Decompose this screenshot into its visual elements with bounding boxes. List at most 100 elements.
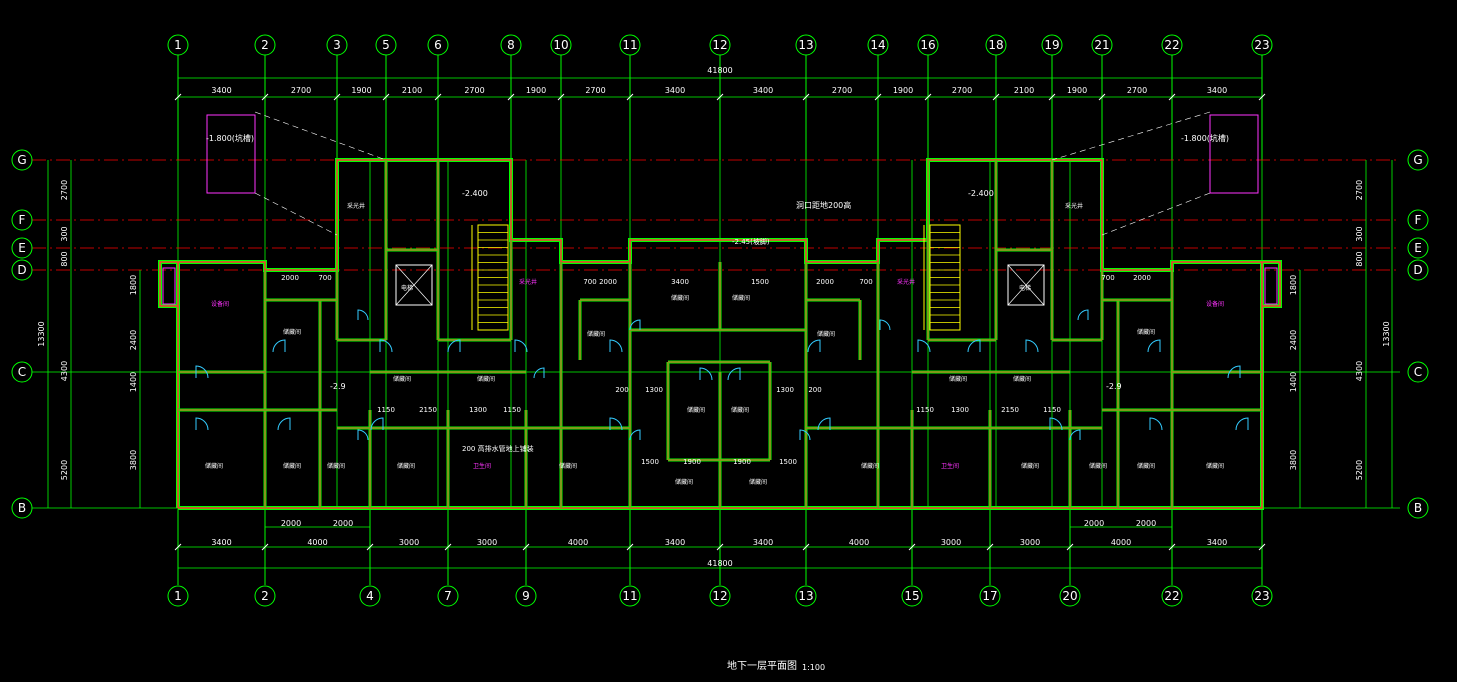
axis-bubble-circle: [917, 34, 939, 56]
interior-dimension: 700: [1101, 274, 1114, 282]
axis-bubble-label: 12: [712, 38, 727, 52]
axis-bubble-side: E: [1407, 237, 1429, 259]
axis-bubble-label: 2: [261, 38, 269, 52]
room-label: 储藏间: [397, 462, 415, 470]
axis-bubble-bottom: 2: [254, 585, 276, 607]
dimension-side-mid: 300: [1355, 226, 1364, 241]
axis-bubble-top: 12: [709, 34, 731, 56]
axis-bubble-side: F: [11, 209, 33, 231]
corridor-note: 洞口距地200高: [796, 200, 851, 210]
axis-bubble-label: 8: [507, 38, 515, 52]
room-label: 储藏间: [1089, 462, 1107, 470]
axis-bubble-circle: [867, 34, 889, 56]
axis-bubble-label: 11: [622, 38, 637, 52]
axis-bubble-side: G: [11, 149, 33, 171]
axis-bubble-bottom: 13: [795, 585, 817, 607]
room-label: 采光井: [519, 278, 537, 286]
room-label: 储藏间: [205, 462, 223, 470]
elevator-cross: [1007, 264, 1045, 306]
door-swing: [357, 429, 369, 441]
room-label: 卫生间: [941, 462, 959, 470]
axis-bubble-top: 23: [1251, 34, 1273, 56]
dimension-value-bottom: 4000: [307, 538, 327, 547]
axis-bubble-circle: [167, 585, 189, 607]
axis-bubble-label: 23: [1254, 38, 1269, 52]
interior-dimension: 2000: [1133, 274, 1151, 282]
dimension-tick: [1098, 93, 1106, 101]
elevator-box: [1007, 264, 1045, 306]
dimension-side-mid: 800: [1355, 251, 1364, 266]
door-swing: [879, 319, 891, 331]
door-swing: [195, 365, 209, 379]
room-label: 采光井: [347, 202, 365, 210]
dimension-side-total: 13300: [37, 321, 46, 346]
room-label: 储藏间: [393, 375, 411, 383]
axis-bubble-circle: [1407, 237, 1429, 259]
dimension-value-top: 2700: [832, 86, 852, 95]
dimension-value-bottom: 4000: [1111, 538, 1131, 547]
dimension-tick: [1066, 543, 1074, 551]
room-label: 采光井: [897, 278, 915, 286]
dimension-side-inner: 1400: [129, 372, 138, 392]
room-label: 储藏间: [817, 330, 835, 338]
dimension-tick: [382, 93, 390, 101]
axis-bubble-label: 11: [622, 589, 637, 603]
axis-bubble-top: 10: [550, 34, 572, 56]
dimension-side-inner: 1400: [1289, 372, 1298, 392]
interior-dimension: 1150: [916, 406, 934, 414]
axis-bubble-label: 1: [174, 589, 182, 603]
dimension-value-top: 3400: [665, 86, 685, 95]
axis-bubble-circle: [619, 585, 641, 607]
axis-bubble-circle: [11, 497, 33, 519]
axis-bubble-side: C: [11, 361, 33, 383]
detail-layer: 设备间设备间储藏间储藏间电梯电梯储藏间储藏间储藏间储藏间储藏间储藏间储藏间储藏间…: [162, 111, 1278, 486]
stair: [471, 224, 509, 331]
axis-bubble-label: 5: [382, 38, 390, 52]
axis-bubble-circle: [1091, 34, 1113, 56]
axis-bubble-label: 6: [434, 38, 442, 52]
dimension-tick: [261, 93, 269, 101]
pipe-note: 200 高排水管地上铺装: [462, 444, 534, 453]
door-swing: [609, 417, 623, 431]
dimension-tick: [802, 93, 810, 101]
stair-level-right: -2.400: [968, 189, 994, 198]
dimension-side-mid: 5200: [1355, 460, 1364, 480]
dimension-side-mid: 2700: [1355, 180, 1364, 200]
axis-bubble-circle: [427, 34, 449, 56]
axis-bubble-side: F: [1407, 209, 1429, 231]
axis-bubble-bottom: 15: [901, 585, 923, 607]
room-label: 储藏间: [587, 330, 605, 338]
corridor-level: -2.45(坡脚): [732, 237, 770, 246]
dimension-tick: [1258, 93, 1266, 101]
axis-bubble-label: 15: [904, 589, 919, 603]
axis-bubble-top: 13: [795, 34, 817, 56]
door-swing: [1149, 417, 1163, 431]
axis-bubble-label: 22: [1164, 38, 1179, 52]
axis-bubble-side: D: [11, 259, 33, 281]
axis-bubble-label: 9: [522, 589, 530, 603]
room-label: 储藏间: [477, 375, 495, 383]
axis-bubble-label: 1: [174, 38, 182, 52]
axis-bubble-top: 1: [167, 34, 189, 56]
interior-dimension: 700: [583, 278, 596, 286]
dimension-side-inner: 1800: [1289, 275, 1298, 295]
dimension-tick: [986, 543, 994, 551]
stair: [923, 224, 961, 331]
room-label: 储藏间: [1013, 375, 1031, 383]
axis-bubble-circle: [901, 585, 923, 607]
dimension-value-top: 1900: [526, 86, 546, 95]
door-swing: [379, 339, 393, 353]
dimension-tick: [1048, 93, 1056, 101]
axis-bubble-circle: [375, 34, 397, 56]
axis-bubble-circle: [515, 585, 537, 607]
room-label: 储藏间: [675, 478, 693, 486]
axis-bubble-circle: [500, 34, 522, 56]
axis-bubble-bottom: 17: [979, 585, 1001, 607]
interior-dimension: 1900: [683, 458, 701, 466]
dimension-inner: 2000: [1136, 519, 1156, 528]
room-label: 储藏间: [1137, 328, 1155, 336]
dimension-tick: [1258, 543, 1266, 551]
dimension-inner: 2000: [281, 519, 301, 528]
axis-bubble-circle: [795, 34, 817, 56]
projection-line: [254, 111, 387, 161]
